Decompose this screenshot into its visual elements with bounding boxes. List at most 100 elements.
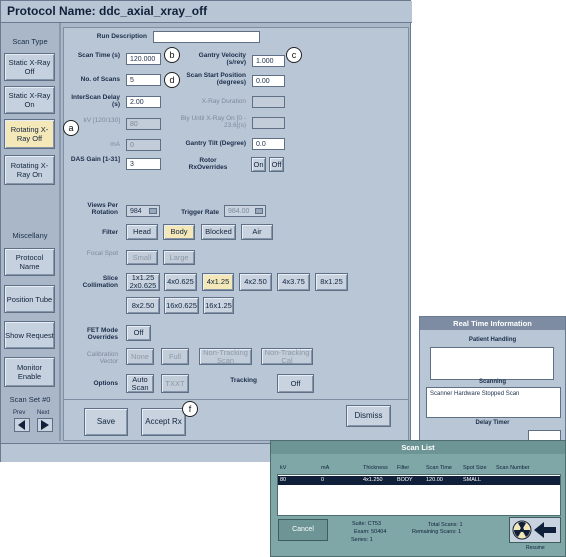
- col-filter: Filter: [397, 465, 410, 471]
- run-description-label: Run Description: [96, 33, 147, 40]
- kv-field: 80: [126, 118, 161, 130]
- focal-spot-label: Focal Spot: [86, 250, 118, 257]
- position-tube-button[interactable]: Position Tube: [4, 285, 55, 313]
- rotor-on-label: On: [253, 159, 264, 169]
- rotating-xray-on-label: Rotating X-Ray On: [10, 161, 49, 179]
- prev-button[interactable]: [14, 418, 30, 432]
- monitor-enable-label: Monitor Enable: [16, 363, 42, 381]
- rotating-xray-off-button[interactable]: Rotating X-Ray Off: [4, 119, 55, 149]
- next-button[interactable]: [37, 418, 53, 432]
- protocol-form-panel: Run Description Scan Time (s) 120.000 No…: [63, 27, 409, 441]
- tracking-value: Off: [290, 378, 301, 388]
- calib-non-tracking-cal-label: Non-Tracking Cal: [264, 347, 310, 365]
- dismiss-label: Dismiss: [354, 411, 383, 420]
- gantry-velocity-field[interactable]: 1.000: [252, 55, 285, 67]
- save-button[interactable]: Save: [84, 408, 128, 436]
- ma-label: mA: [110, 141, 120, 148]
- static-xray-on-label: Static X-Ray On: [8, 91, 51, 109]
- slice-16x125-button[interactable]: 16x1.25: [203, 297, 234, 314]
- protocol-name-button[interactable]: Protocol Name: [4, 248, 55, 276]
- calib-none-button: None: [126, 348, 154, 365]
- show-request-button[interactable]: Show Request: [4, 321, 55, 349]
- slice-8x250-button[interactable]: 8x2.50: [126, 297, 160, 314]
- slice-collimation-label: Slice Collimation: [82, 275, 118, 289]
- views-per-rotation-dropdown[interactable]: 984: [126, 205, 160, 217]
- static-xray-on-button[interactable]: Static X-Ray On: [4, 86, 55, 114]
- col-kv: kV: [280, 465, 287, 471]
- bly-field: [252, 117, 285, 129]
- kv-label: kV [120/130]: [83, 117, 121, 124]
- scan-start-label: Scan Start Position (degrees): [186, 72, 246, 86]
- num-scans-field[interactable]: 5: [126, 74, 161, 86]
- tracking-button[interactable]: Off: [277, 374, 314, 393]
- gantry-velocity-label: Gantry Velocity (s/rev): [198, 52, 246, 66]
- prev-label: Prev: [13, 410, 26, 416]
- callout-d: d: [164, 72, 180, 88]
- calib-non-tracking-scan-label: Non-Tracking Scan: [203, 347, 248, 365]
- slice-1x125-button[interactable]: 1x1.25 2x0.625: [126, 273, 160, 291]
- filter-body-button[interactable]: Body: [163, 224, 195, 240]
- total-scans-text: Total Scans: 1: [428, 522, 463, 528]
- row-thickness: 4x1.250: [363, 477, 383, 483]
- rotating-xray-on-button[interactable]: Rotating X-Ray On: [4, 155, 55, 185]
- static-xray-off-button[interactable]: Static X-Ray Off: [4, 53, 55, 81]
- filter-blocked-label: Blocked: [205, 227, 232, 236]
- filter-head-label: Head: [133, 227, 151, 236]
- monitor-enable-button[interactable]: Monitor Enable: [4, 357, 55, 387]
- filter-blocked-button[interactable]: Blocked: [201, 224, 236, 240]
- calibration-vector-label: Calibration Vector: [86, 351, 118, 365]
- dismiss-button[interactable]: Dismiss: [346, 405, 391, 427]
- fet-mode-button[interactable]: Off: [126, 325, 151, 341]
- slice-8x125-label: 8x1.25: [320, 277, 343, 286]
- bottom-divider: [64, 399, 408, 400]
- slice-4x0625-button[interactable]: 4x0.625: [164, 273, 197, 291]
- slice-4x125-button[interactable]: 4x1.25: [202, 273, 234, 291]
- arrow-right-icon: [41, 420, 49, 430]
- filter-head-button[interactable]: Head: [126, 224, 158, 240]
- slice-4x375-button[interactable]: 4x3.75: [277, 273, 310, 291]
- row-kv: 80: [280, 477, 287, 483]
- realtime-title: Real Time Information: [420, 317, 565, 330]
- trigger-rate-dropdown: 984.00: [224, 205, 266, 217]
- txxt-button: TXXT: [161, 374, 189, 393]
- scan-time-field[interactable]: 120.000: [126, 53, 161, 65]
- scan-start-field[interactable]: 0.00: [252, 75, 285, 87]
- slice-4x250-button[interactable]: 4x2.50: [239, 273, 272, 291]
- show-request-label: Show Request: [5, 330, 54, 340]
- calib-full-button: Full: [161, 348, 189, 365]
- interscan-delay-field[interactable]: 2.00: [126, 96, 161, 108]
- calib-non-tracking-scan-button: Non-Tracking Scan: [199, 348, 252, 365]
- focal-small-button: Small: [126, 250, 158, 265]
- run-description-field[interactable]: [153, 31, 260, 43]
- das-gain-field[interactable]: 3: [126, 158, 161, 170]
- position-tube-label: Position Tube: [6, 294, 53, 304]
- cancel-button[interactable]: Cancel: [278, 519, 328, 541]
- gantry-tilt-field[interactable]: 0.0: [252, 138, 285, 150]
- focal-large-button: Large: [163, 250, 195, 265]
- window-title: Protocol Name: ddc_axial_xray_off: [7, 4, 208, 18]
- slice-1x125-label: 1x1.25 2x0.625: [129, 273, 157, 290]
- bly-label: Bly Until X-Ray On [0 - 23.6](s): [180, 115, 246, 129]
- radiation-arrow-icon: [512, 520, 556, 540]
- filter-label: Filter: [102, 229, 118, 236]
- rotor-off-button[interactable]: Off: [269, 157, 284, 172]
- accept-rx-button[interactable]: Accept Rx: [141, 408, 186, 436]
- auto-scan-button[interactable]: Auto Scan: [126, 374, 154, 393]
- slice-8x125-button[interactable]: 8x1.25: [315, 273, 348, 291]
- left-divider: [59, 23, 61, 441]
- slice-8x250-label: 8x2.50: [131, 300, 155, 310]
- fet-mode-label: FET Mode Overrides: [86, 327, 118, 341]
- rotor-on-button[interactable]: On: [251, 157, 266, 172]
- protocol-window: Protocol Name: ddc_axial_xray_off Scan T…: [0, 0, 412, 462]
- col-scan-number: Scan Number: [496, 465, 530, 471]
- interscan-delay-label: InterScan Delay (s): [71, 94, 120, 108]
- series-text: Series: 1: [351, 537, 373, 543]
- filter-air-button[interactable]: Air: [241, 224, 273, 240]
- slice-16x125-label: 16x1.25: [205, 300, 232, 310]
- fet-mode-value: Off: [133, 328, 144, 337]
- resume-button[interactable]: [509, 517, 561, 543]
- scan-list-row-selected[interactable]: [278, 476, 560, 485]
- slice-4x125-label: 4x1.25: [206, 277, 230, 286]
- scan-list-title: Scan List: [271, 441, 565, 454]
- slice-16x0625-button[interactable]: 16x0.625: [164, 297, 199, 314]
